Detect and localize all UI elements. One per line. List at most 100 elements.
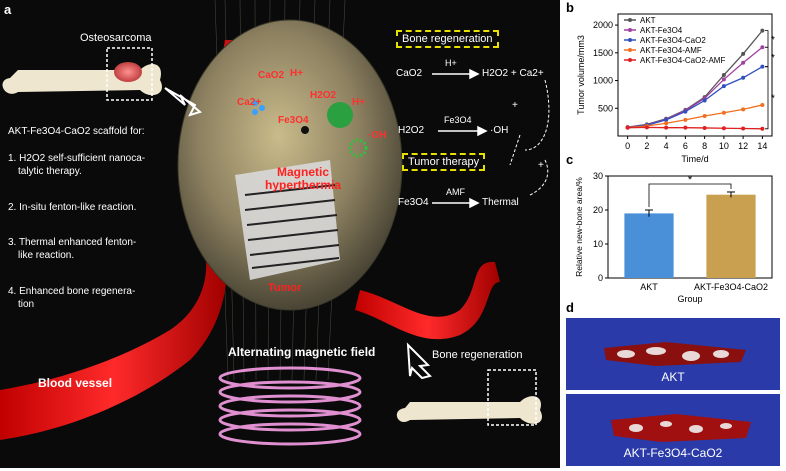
rxn3-cond: AMF bbox=[446, 187, 465, 197]
x-tick-label: 8 bbox=[702, 141, 707, 151]
series-point bbox=[721, 110, 726, 115]
micro-ct-akt: AKT bbox=[566, 318, 780, 390]
series-point bbox=[702, 125, 707, 130]
bar-0 bbox=[624, 213, 674, 278]
list-item-1b: talytic therapy. bbox=[18, 166, 82, 177]
series-point bbox=[760, 64, 765, 69]
x-tick-label: 2 bbox=[644, 141, 649, 151]
x-tick-label: 4 bbox=[664, 141, 669, 151]
series-point bbox=[625, 125, 630, 130]
legend-marker bbox=[628, 18, 632, 22]
series-line-3 bbox=[627, 104, 763, 129]
sig-bracket bbox=[648, 183, 732, 207]
panel-a-label: a bbox=[4, 2, 12, 17]
series-point bbox=[683, 125, 688, 130]
blood-vessel-shape bbox=[0, 245, 227, 440]
rxn2-cond: Fe3O4 bbox=[444, 115, 472, 125]
series-point bbox=[741, 51, 746, 56]
x-tick-label: 10 bbox=[719, 141, 729, 151]
scaffold-struts bbox=[244, 184, 340, 269]
y-tick-label: 2000 bbox=[593, 20, 613, 30]
series-point bbox=[702, 98, 707, 103]
panel-c-label: c bbox=[566, 152, 574, 167]
list-item-2: 2. In-situ fenton-like reaction. bbox=[8, 202, 137, 213]
list-item-4a: 4. Enhanced bone regenera- bbox=[8, 286, 136, 297]
series-point bbox=[721, 84, 726, 89]
reaction-arrows bbox=[432, 68, 488, 209]
series-point bbox=[760, 45, 765, 50]
series-point bbox=[664, 117, 669, 122]
series-point bbox=[683, 117, 688, 122]
blood-vessel-label: Blood vessel bbox=[38, 376, 113, 390]
legend-label: AKT bbox=[640, 16, 656, 25]
rxn3-reactant: Fe3O4 bbox=[398, 197, 429, 208]
y-tick-label: 1500 bbox=[593, 48, 613, 58]
sig-star: * bbox=[771, 94, 775, 105]
osteosarcoma-label: Osteosarcoma bbox=[80, 32, 152, 44]
tumor-therapy-box: Tumor therapy bbox=[402, 153, 486, 171]
bone-regenerated bbox=[396, 396, 542, 424]
y-tick-label: 500 bbox=[598, 103, 613, 113]
rxn1-cond: H+ bbox=[445, 58, 457, 68]
osteosarcoma-box bbox=[106, 47, 153, 101]
amf-label: Alternating magnetic field bbox=[228, 345, 376, 359]
legend-label: AKT-Fe3O4-AMF bbox=[640, 46, 702, 55]
list-item-3a: 3. Thermal enhanced fenton- bbox=[8, 237, 137, 248]
series-point bbox=[644, 125, 649, 130]
y-tick-label: 30 bbox=[593, 171, 603, 181]
sig-bracket bbox=[765, 66, 769, 130]
series-line-2 bbox=[627, 66, 763, 129]
series-point bbox=[721, 126, 726, 131]
plus-1: + bbox=[512, 100, 518, 111]
tumor-spot bbox=[114, 62, 142, 82]
legend-label: AKT-Fe3O4 bbox=[640, 26, 683, 35]
plus-2: + bbox=[538, 160, 544, 171]
series-point bbox=[702, 114, 707, 119]
bone-regeneration-box bbox=[487, 369, 537, 426]
arrow-icon-bottom bbox=[406, 342, 432, 380]
flow-dashes bbox=[509, 79, 550, 196]
micro-ct-combo-label: AKT-Fe3O4-CaO2 bbox=[623, 446, 723, 460]
tumor-label: Tumor bbox=[268, 282, 302, 294]
list-item-4b: tion bbox=[18, 299, 35, 310]
plot-frame bbox=[607, 175, 773, 279]
x-tick-label: AKT-Fe3O4-CaO2 bbox=[694, 282, 768, 292]
series-point bbox=[760, 102, 765, 107]
legend-label: AKT-Fe3O4-CaO2-AMF bbox=[640, 56, 725, 65]
sphere-cao2: CaO2 bbox=[258, 70, 285, 81]
legend-marker bbox=[628, 48, 632, 52]
x-tick-label: AKT bbox=[640, 282, 658, 292]
series-point bbox=[741, 126, 746, 131]
cao2-particle bbox=[327, 102, 353, 128]
sphere-h1: H+ bbox=[290, 68, 304, 79]
list-item-1a: 1. H2O2 self-sufficient nanoca- bbox=[8, 153, 146, 164]
legend-label: AKT-Fe3O4-CaO2 bbox=[640, 36, 706, 45]
schematic-panel: a Osteosarcoma AKT-Fe3O4-CaO2 scaffold f… bbox=[0, 0, 560, 468]
blood-vessel-branch bbox=[355, 261, 500, 340]
rxn3-product: Thermal bbox=[482, 197, 519, 208]
y-tick-label: 0 bbox=[598, 273, 603, 283]
rxn2-reactant: H2O2 bbox=[398, 125, 425, 136]
series-point bbox=[721, 73, 726, 77]
rxn1-product: H2O2 + Ca2+ bbox=[482, 68, 544, 79]
series-point bbox=[741, 60, 746, 65]
x-tick-label: 14 bbox=[757, 141, 767, 151]
series-point bbox=[683, 109, 688, 114]
amf-coil bbox=[218, 366, 362, 446]
x-axis-label: Group bbox=[677, 294, 702, 304]
series-line-4 bbox=[627, 126, 763, 130]
sphere-oh: ·OH bbox=[368, 130, 387, 141]
series-point bbox=[741, 107, 746, 112]
bone-regeneration-top: Bone regeneration bbox=[396, 30, 499, 48]
legend-marker bbox=[628, 38, 632, 42]
micro-ct-akt-label: AKT bbox=[661, 370, 685, 384]
sig-star: * bbox=[688, 174, 693, 186]
rxn2-product: ·OH bbox=[490, 125, 509, 136]
legend-marker bbox=[628, 28, 632, 32]
series-point bbox=[664, 125, 669, 130]
scaffold-title: AKT-Fe3O4-CaO2 scaffold for: bbox=[8, 126, 145, 137]
legend-marker bbox=[628, 58, 632, 62]
y-tick-label: 1000 bbox=[593, 76, 613, 86]
